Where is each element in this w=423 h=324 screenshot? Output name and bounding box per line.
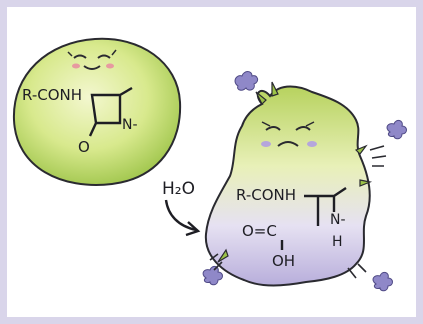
arrow-head-icon: [185, 221, 201, 237]
beta-lactam-ring: [88, 86, 133, 137]
intact-molecule: R-CONH N- O: [12, 37, 182, 186]
water-label: H₂O: [162, 179, 195, 199]
happy-face-icon: [67, 49, 117, 70]
blob-spikes-icon: [217, 81, 373, 263]
intact-side-chain: R-CONH: [22, 86, 82, 104]
hydrolyzed-hydroxyl: OH: [272, 252, 295, 270]
hydrolyzed-nh-hydrogen: H: [332, 234, 343, 250]
hydrolyzed-molecule-blob: [204, 85, 371, 287]
hydrolyzed-molecule: R-CONH O=C N- H OH: [204, 81, 373, 287]
intact-molecule-blob: [12, 37, 182, 186]
reaction-arrow-icon: [164, 199, 197, 232]
puff-cloud-icons: [202, 71, 407, 292]
sad-face-icon: [261, 121, 317, 147]
hydrolyzed-ring-nitrogen: N-: [330, 212, 346, 228]
motion-lines-icon: [209, 145, 387, 279]
opened-ring: [304, 187, 347, 226]
intact-ring-nitrogen: N-: [122, 117, 138, 133]
intact-carbonyl-oxygen: O: [78, 138, 90, 156]
hydrolyzed-acid-group: O=C: [242, 222, 277, 240]
hydrolyzed-side-chain: R-CONH: [236, 186, 296, 204]
